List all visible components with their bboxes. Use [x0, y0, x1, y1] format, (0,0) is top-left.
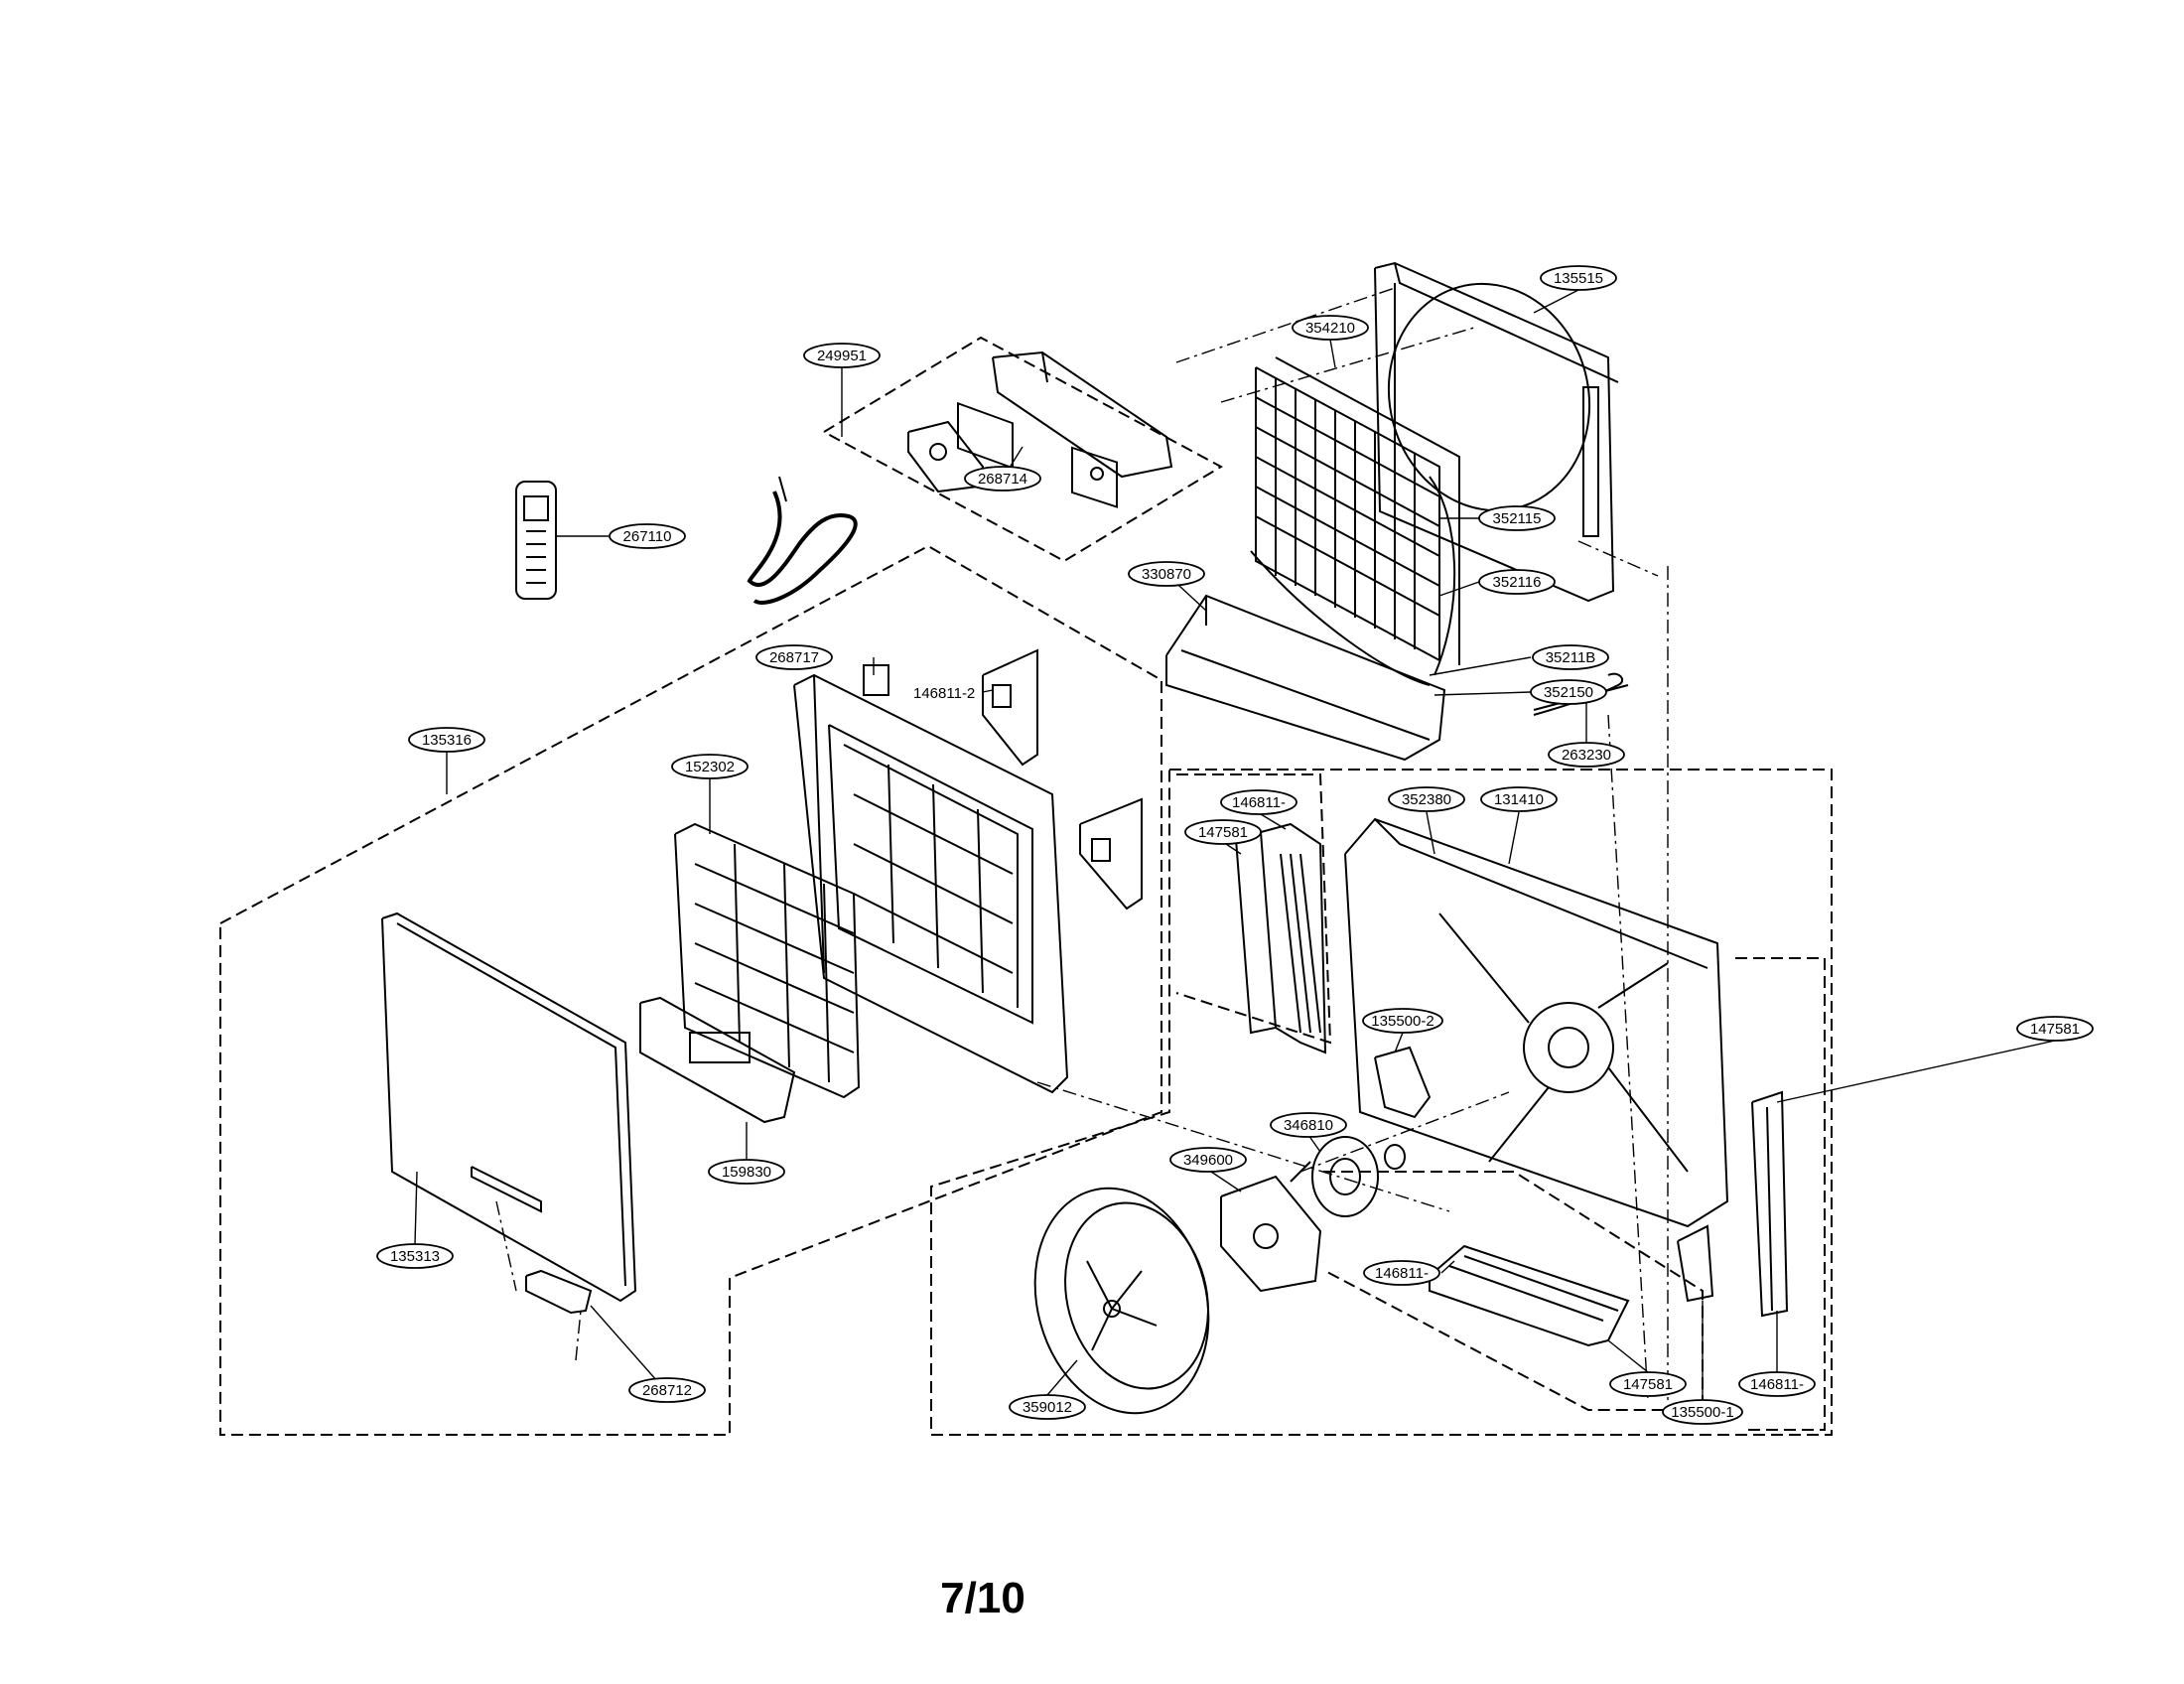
callout-146811-2-text: 146811-2	[913, 685, 975, 702]
callout-147581-c: 147581	[1609, 1371, 1687, 1397]
callout-135500-1: 135500-1	[1662, 1399, 1743, 1425]
callout-147581-b-text: 147581	[2030, 1021, 2080, 1038]
callout-147581-a: 147581	[1184, 819, 1262, 845]
callout-268712-text: 268712	[642, 1382, 692, 1399]
callout-135515: 135515	[1540, 265, 1617, 291]
support-bracket-lower-drawing	[1677, 1224, 1714, 1303]
callout-349600-text: 349600	[1183, 1152, 1233, 1169]
callout-354210: 354210	[1292, 315, 1369, 341]
blower-fan-drawing	[1033, 1187, 1210, 1415]
callout-146811-b-text: 146811-	[1232, 794, 1286, 811]
callout-35211b-text: 35211B	[1546, 649, 1596, 666]
callout-147581-c-text: 147581	[1623, 1376, 1673, 1393]
display-pcb-drawing	[639, 996, 796, 1124]
callout-346810: 346810	[1270, 1112, 1347, 1138]
callout-268717-text: 268717	[769, 649, 819, 666]
motor-mount-drawing	[1220, 1175, 1322, 1293]
callout-135515-text: 135515	[1554, 270, 1603, 287]
callout-135500-2-text: 135500-2	[1371, 1013, 1433, 1030]
callout-330870: 330870	[1128, 561, 1205, 587]
callout-352380: 352380	[1388, 786, 1465, 812]
callout-147581-a-text: 147581	[1198, 824, 1248, 841]
callout-352115-text: 352115	[1493, 510, 1542, 527]
callout-352116: 352116	[1478, 569, 1556, 595]
callout-159830-text: 159830	[722, 1164, 771, 1181]
callout-268714-text: 268714	[978, 471, 1027, 488]
callout-135313-text: 135313	[390, 1248, 440, 1265]
guide-lines	[495, 287, 1669, 1401]
callout-146811-2: 146811-2	[913, 685, 975, 702]
callout-352116-text: 352116	[1493, 574, 1542, 591]
callout-135313: 135313	[376, 1243, 454, 1269]
callout-263230: 263230	[1548, 742, 1625, 768]
callout-147581-b: 147581	[2016, 1016, 2094, 1042]
power-cord-drawing	[747, 476, 858, 605]
fan-section-group-boundary	[930, 769, 1833, 1436]
front-panel-drawing	[381, 912, 637, 1303]
fan-motor-drawing	[1290, 1136, 1406, 1217]
callout-352115: 352115	[1478, 505, 1556, 531]
callout-352380-text: 352380	[1402, 791, 1451, 808]
hinge-drawing	[982, 648, 1143, 911]
vane-right-drawing	[1751, 1090, 1789, 1318]
callout-131410-text: 131410	[1494, 791, 1544, 808]
evaporator-coil-drawing	[1250, 356, 1460, 686]
back-chassis-drawing	[1374, 261, 1619, 603]
remote-controller-drawing	[515, 481, 557, 600]
callout-359012: 359012	[1009, 1394, 1086, 1420]
callout-268712: 268712	[628, 1377, 706, 1403]
callout-131410: 131410	[1480, 786, 1558, 812]
callout-330870-text: 330870	[1142, 566, 1191, 583]
callout-152302-text: 152302	[685, 759, 735, 775]
callout-135500-1-text: 135500-1	[1671, 1404, 1733, 1421]
leader-lines	[414, 289, 2056, 1402]
callout-359012-text: 359012	[1023, 1399, 1072, 1416]
control-box-drawing	[907, 351, 1173, 508]
callout-146811-c: 146811-	[1363, 1260, 1440, 1286]
control-box-group-boundary	[823, 336, 1224, 563]
callout-146811-d-text: 146811-	[1750, 1376, 1804, 1393]
callout-146811-c-text: 146811-	[1375, 1265, 1429, 1282]
callout-249951-text: 249951	[817, 348, 867, 364]
callout-146811-b: 146811-	[1220, 789, 1297, 815]
callout-267110-text: 267110	[623, 528, 672, 545]
drain-pan-drawing	[1165, 594, 1446, 762]
fan-housing-drawing	[1344, 817, 1729, 1228]
callout-135500-2: 135500-2	[1362, 1008, 1443, 1034]
callout-35211b: 35211B	[1532, 644, 1609, 670]
callout-352150: 352150	[1530, 679, 1607, 705]
callout-352150-text: 352150	[1544, 684, 1593, 701]
front-panel-group-boundary	[219, 544, 1162, 1436]
callout-152302: 152302	[671, 754, 749, 779]
vane-left-drawing	[1235, 822, 1327, 1054]
callout-349600: 349600	[1169, 1147, 1247, 1173]
callout-268717: 268717	[755, 644, 833, 670]
display-window-drawing	[525, 1269, 593, 1315]
callout-346810-text: 346810	[1284, 1117, 1333, 1134]
vane-lower-drawing	[1429, 1244, 1630, 1347]
callout-159830: 159830	[708, 1159, 785, 1185]
callout-267110: 267110	[609, 523, 686, 549]
support-bracket-upper-drawing	[1374, 1046, 1432, 1119]
page-number: 7/10	[940, 1574, 1025, 1622]
callout-135316: 135316	[408, 727, 485, 753]
callout-146811-d: 146811-	[1738, 1371, 1816, 1397]
callout-249951: 249951	[803, 343, 881, 368]
callout-354210-text: 354210	[1305, 320, 1355, 337]
front-grille-frame-drawing	[793, 664, 1069, 1094]
callout-135316-text: 135316	[422, 732, 472, 749]
air-filter-drawing	[674, 822, 861, 1099]
callout-263230-text: 263230	[1562, 747, 1611, 764]
callout-268714: 268714	[964, 466, 1041, 491]
